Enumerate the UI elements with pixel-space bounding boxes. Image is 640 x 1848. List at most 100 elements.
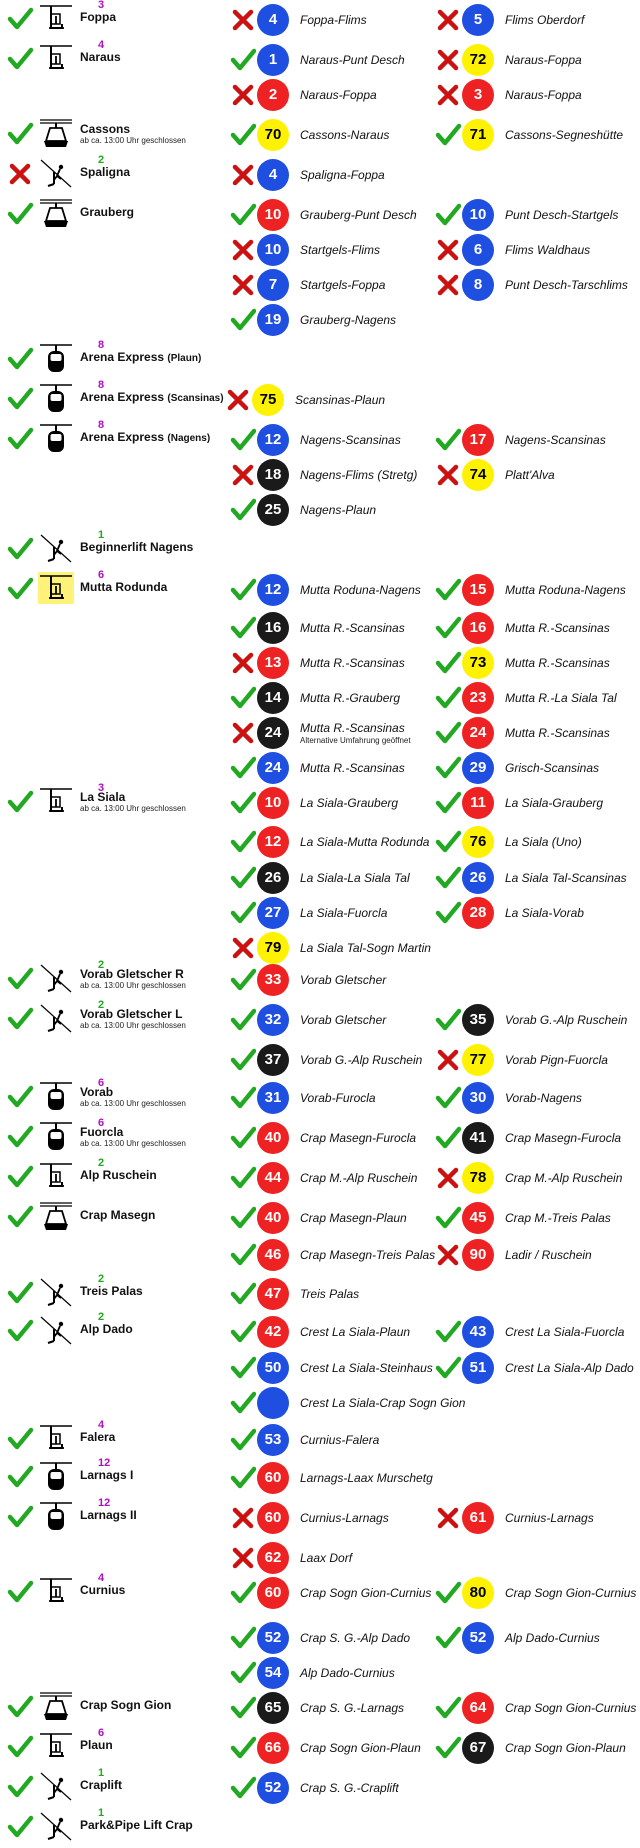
lift-entry[interactable]: Grauberg: [0, 195, 230, 235]
slope-entry[interactable]: Crest La Siala-Crap Sogn Gion: [230, 1383, 465, 1423]
lift-entry[interactable]: Crap Masegn: [0, 1198, 230, 1238]
lift-entry[interactable]: Crap Sogn Gion: [0, 1688, 230, 1728]
